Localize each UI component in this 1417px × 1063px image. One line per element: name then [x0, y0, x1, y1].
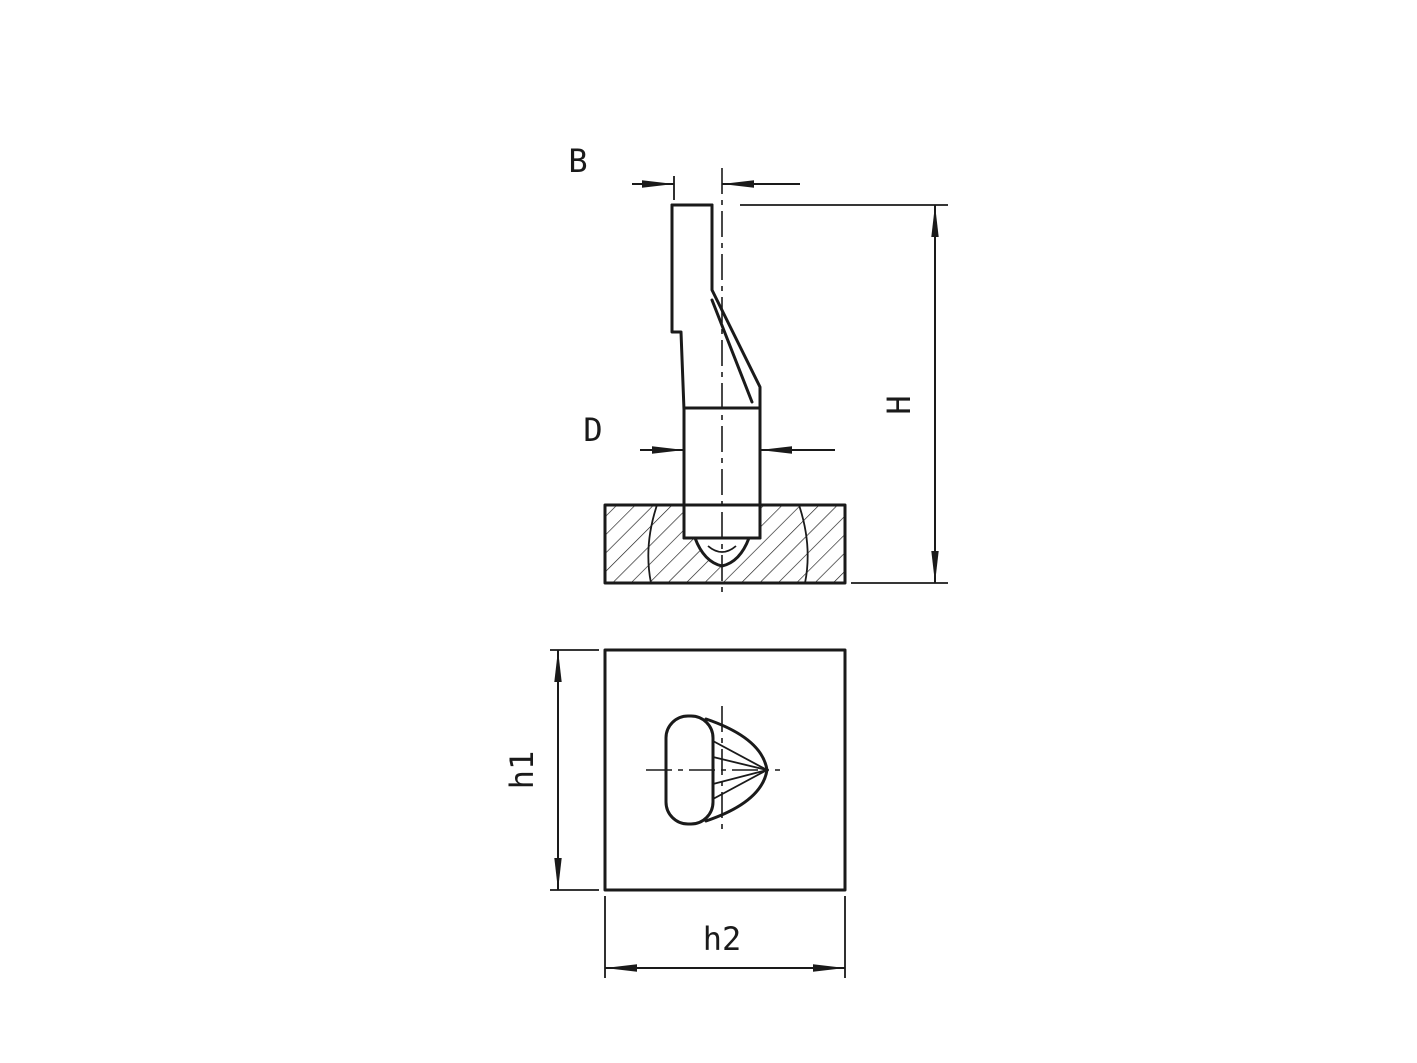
dim-label-B: B	[568, 142, 587, 180]
dimension-h2: h2	[604, 896, 846, 978]
tip-curve-top	[704, 717, 769, 772]
dim-h1-arrow-bottom	[554, 858, 562, 890]
dim-h1-arrow-top	[554, 650, 562, 682]
recess-arc-left	[647, 504, 658, 584]
tip-curve-bottom	[704, 768, 769, 823]
dim-h2-arrow-left	[605, 964, 637, 972]
dimension-H: H	[740, 204, 948, 584]
dim-h2-arrow-right	[813, 964, 845, 972]
base-block-outline	[603, 503, 847, 585]
dim-label-h1: h1	[503, 751, 541, 790]
pin-right-edge	[710, 203, 762, 540]
plate-outline	[603, 648, 847, 892]
tip-fan-line-1	[712, 740, 768, 771]
plan-view: h1 h2	[503, 648, 847, 978]
tip-fan-line-2	[712, 756, 768, 771]
front-view: B D H	[568, 142, 948, 596]
tip-fan-line-3	[712, 769, 768, 785]
dim-H-arrow-bottom	[931, 551, 939, 583]
dim-H-arrow-top	[931, 205, 939, 237]
dimension-h1: h1	[503, 649, 599, 891]
dimension-D: D	[583, 411, 835, 454]
pin-tip-inner-arc	[707, 545, 737, 553]
pin-bend-inner-edge	[710, 298, 754, 404]
base-block-hatching	[605, 505, 845, 583]
dim-label-D: D	[583, 411, 602, 449]
recess-arc-right	[798, 504, 809, 584]
dimension-B: B	[568, 142, 800, 200]
tip-fan-line-4	[712, 769, 768, 800]
pin-left-edge	[670, 203, 686, 540]
dim-label-H: H	[880, 395, 918, 414]
dim-label-h2: h2	[703, 920, 742, 958]
